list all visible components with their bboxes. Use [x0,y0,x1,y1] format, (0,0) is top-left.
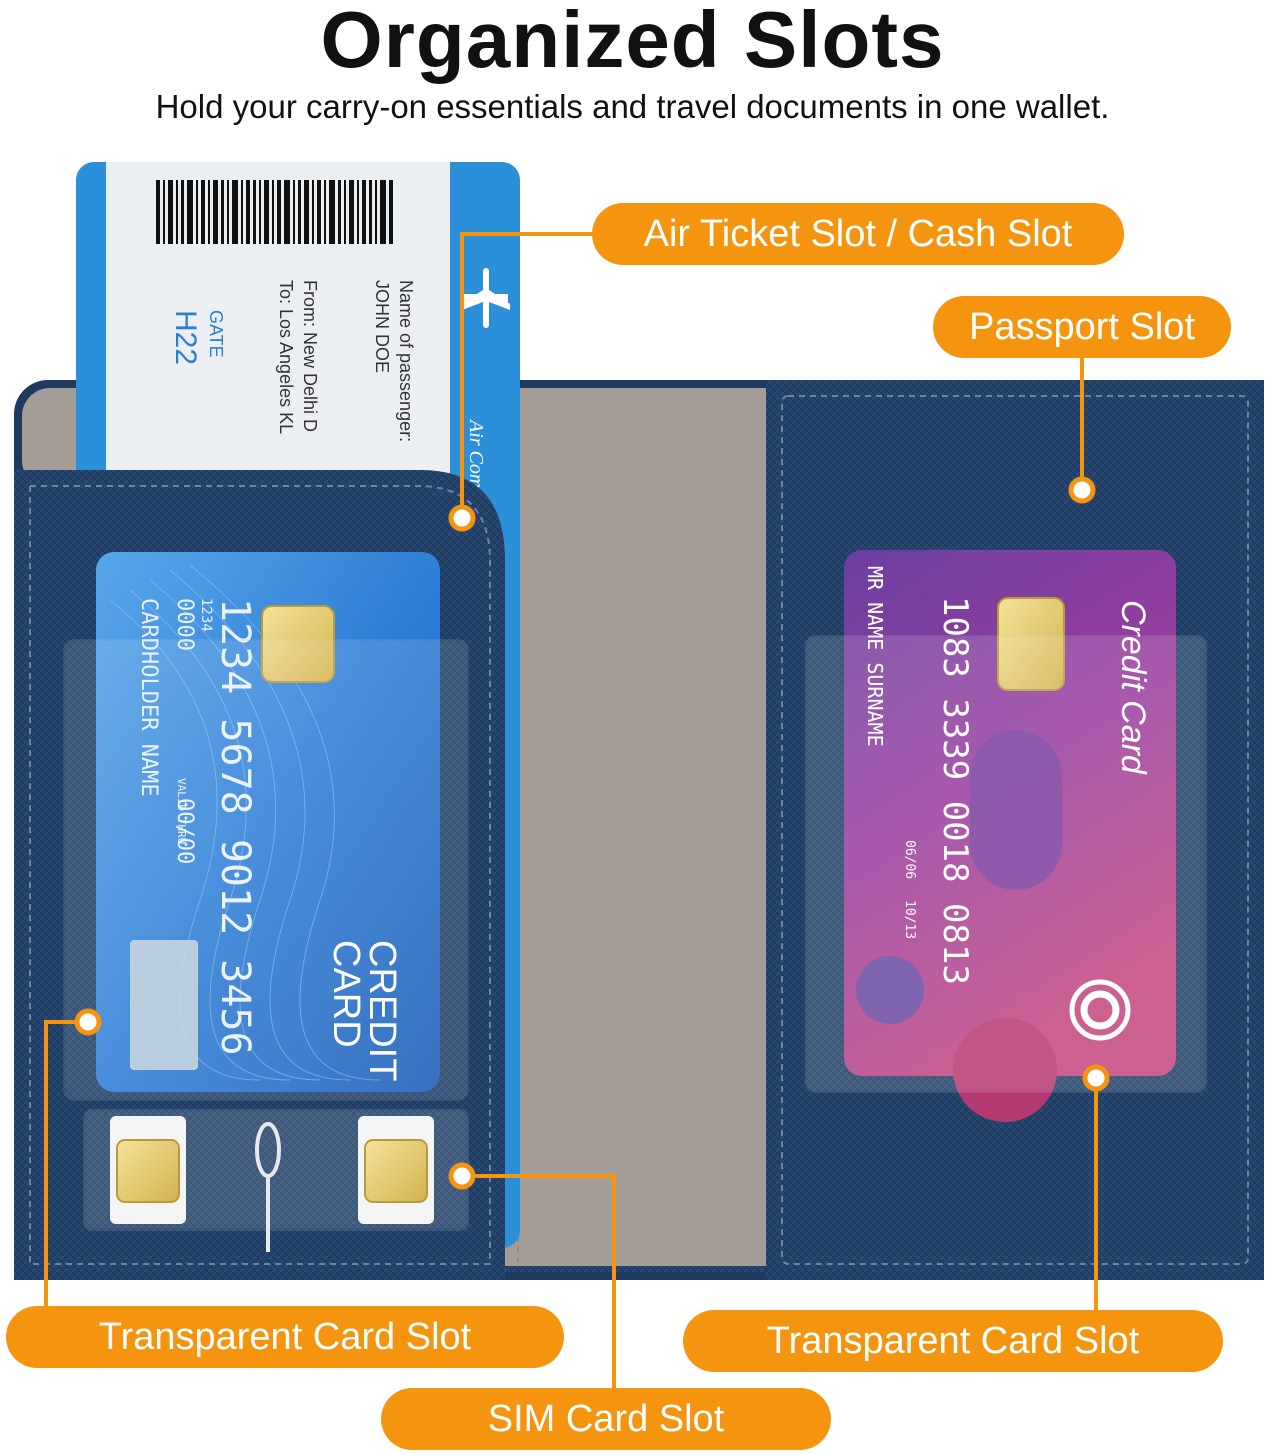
card-number: 1234 5678 9012 3456 [212,598,258,1056]
transparent-sleeve-right [805,635,1207,1093]
right-card-brand: Credit Card [1114,600,1152,775]
sim-slots [83,1109,469,1252]
right-card-holder: MR NAME SURNAME [863,566,887,747]
ticket-from: From: New Delhi D [300,280,320,432]
ticket-gate: H22 [169,310,202,365]
plane-icon [462,268,510,328]
ticket-passenger-name: JOHN DOE [372,280,392,373]
passport-callout: Passport Slot [933,296,1231,358]
right-credit-card: Credit Card 1083 3339 0018 0813 MR NAME … [805,550,1207,1122]
callout-line-air-ticket [460,232,594,516]
ticket-passenger-label: Name of passenger: [396,280,416,442]
left-credit-card: 1234 5678 9012 3456 1234 0000 CARDHOLDER… [63,552,469,1101]
ticket-to: To: Los Angeles KL [276,280,296,434]
ticket-airline: Air Comp [465,418,487,498]
callout-line-sim [462,1174,616,1390]
callout-dot-air-ticket [448,504,476,532]
callout-line-transparent-left [44,1020,88,1308]
card-brand-line2: CARD [325,940,367,1048]
hologram-icon [130,940,198,1070]
page-subtitle: Hold your carry-on essentials and travel… [155,88,1110,125]
transparent-card-callout-right: Transparent Card Slot [683,1310,1223,1372]
right-card-number: 1083 3339 0018 0813 [935,596,975,985]
card-brand-line1: CREDIT [361,940,403,1081]
valid-thru: 00/00 [172,798,197,864]
card-zeros: 0000 [172,598,197,651]
callout-lines [44,232,1098,1390]
contactless-icon [1069,979,1131,1041]
callout-dot-sim [448,1162,476,1190]
callout-dots [74,476,1110,1190]
page-title: Organized Slots [320,0,945,84]
callout-dot-passport [1068,476,1096,504]
callout-dot-transparent-right [1082,1064,1110,1092]
chip-icon [261,605,335,683]
card-small-number: 1234 [198,598,214,632]
valid-thru-label: VALID THRU [175,778,188,844]
callout-dot-transparent-left [74,1008,102,1036]
transparent-card-callout-left: Transparent Card Slot [6,1306,564,1368]
ticket-gate-label: GATE [206,310,226,358]
cardholder-name: CARDHOLDER NAME [136,598,161,797]
air-ticket-callout: Air Ticket Slot / Cash Slot [592,203,1124,265]
right-card-valid-from: 06/06 [902,840,917,879]
barcode [156,180,393,244]
chip-icon [997,597,1065,691]
right-card-expires: 10/13 [902,900,917,939]
transparent-sleeve-left [63,639,469,1101]
sim-card-callout: SIM Card Slot [381,1388,831,1450]
sim-eject-pin-icon [255,1122,281,1252]
